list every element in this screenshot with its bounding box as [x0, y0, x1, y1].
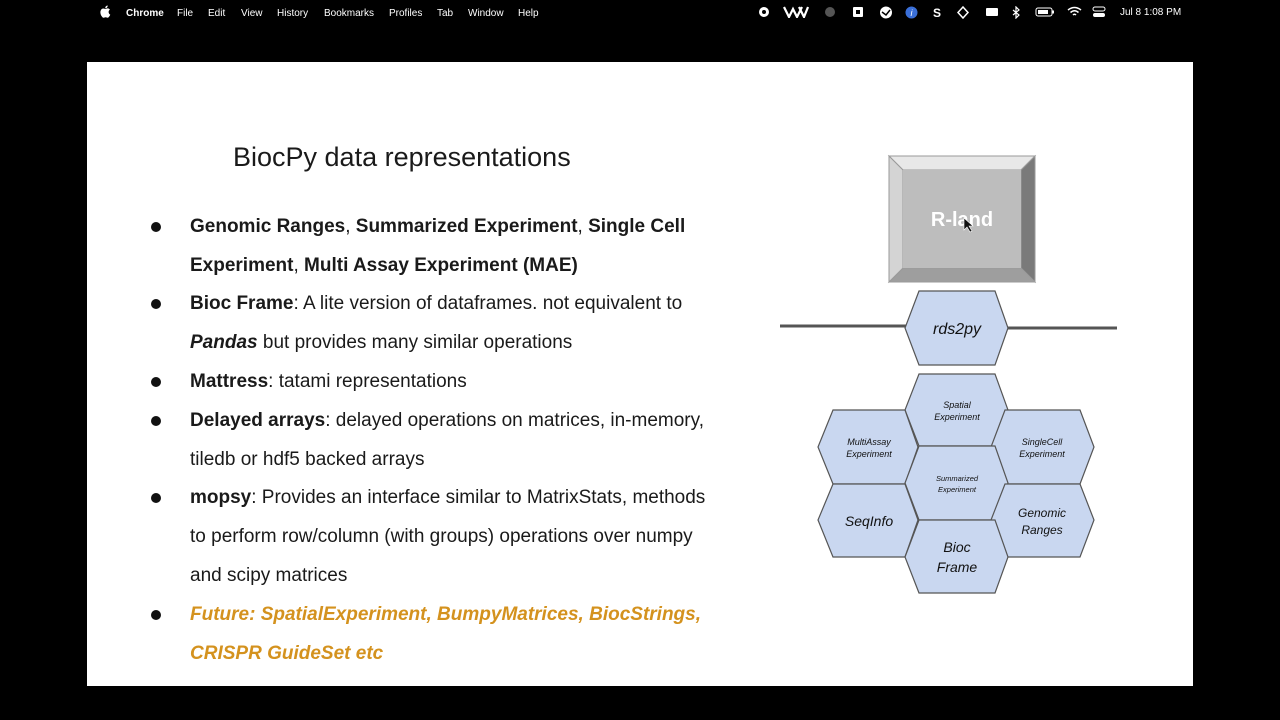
bullet-5-line-3: and scipy matrices [190, 565, 348, 586]
bullet-dot [151, 610, 161, 620]
bullet-4-desc: : delayed operations on matrices, in-mem… [325, 410, 704, 431]
bullet-1-line-1: Genomic Ranges, Summarized Experiment, S… [190, 215, 685, 239]
text-genomic-ranges: Genomic Ranges [190, 216, 346, 237]
hex-singlecell-experiment: SingleCell Experiment [990, 409, 1095, 485]
menu-help[interactable]: Help [518, 8, 539, 19]
record-icon[interactable] [758, 6, 770, 18]
separator: , [293, 255, 305, 276]
bullet-5-desc: : Provides an interface similar to Matri… [251, 487, 706, 508]
hex-label: Spatial [943, 400, 972, 410]
vpn-icon[interactable] [957, 6, 969, 19]
wifi-icon[interactable] [1067, 6, 1082, 18]
bullet-dot [151, 377, 161, 387]
r-land-label: R-land [931, 209, 993, 231]
menu-bar: Chrome File Edit View History Bookmarks … [0, 0, 1280, 26]
menu-tab[interactable]: Tab [437, 8, 454, 19]
text-delayed-arrays: Delayed arrays [190, 410, 326, 431]
bullet-3-desc: : tatami representations [268, 371, 467, 392]
svg-text:i: i [911, 8, 914, 18]
hex-label: Experiment [934, 412, 980, 422]
text-bioc-frame: Bioc Frame [190, 293, 294, 314]
bullet-6-future-line-2: CRISPR GuideSet etc [190, 643, 384, 664]
bullet-5-line-1: mopsy: Provides an interface similar to … [190, 486, 705, 510]
bullet-dot [151, 493, 161, 503]
battery-icon[interactable] [1035, 6, 1055, 18]
menu-window[interactable]: Window [468, 8, 504, 19]
app-w-icon[interactable] [783, 6, 809, 18]
hex-label: Experiment [846, 449, 892, 459]
bullet-1-line-2: Experiment, Multi Assay Experiment (MAE) [190, 254, 578, 278]
menu-view[interactable]: View [241, 8, 263, 19]
hex-label: Experiment [938, 485, 977, 494]
text-single-cell: Single Cell [588, 216, 686, 237]
bullet-2-desc: : A lite version of dataframes. not equi… [293, 293, 683, 314]
text-experiment: Experiment [190, 255, 294, 276]
text-mattress: Mattress [190, 371, 269, 392]
hex-label: SeqInfo [845, 513, 893, 529]
slide-title: BiocPy data representations [233, 142, 571, 172]
hex-label: Summarized [936, 474, 979, 483]
hex-rds2py: rds2py [904, 290, 1009, 366]
bullet-5-line-2: to perform row/column (with groups) oper… [190, 526, 693, 547]
clipboard-icon[interactable] [852, 6, 864, 18]
hex-label: Ranges [1021, 523, 1062, 537]
menu-profiles[interactable]: Profiles [389, 8, 423, 19]
biocpy-diagram: R-land rds2py Spatial Experiment MultiAs… [780, 154, 1117, 594]
text-summarized-experiment: Summarized Experiment [355, 216, 578, 237]
bullet-6-future-line-1: Future: SpatialExperiment, BumpyMatrices… [190, 604, 701, 625]
hex-multiassay-experiment: MultiAssay Experiment [817, 409, 919, 485]
bullet-2-line-2: Pandas but provides many similar operati… [190, 331, 572, 355]
control-center-icon[interactable] [1092, 6, 1106, 18]
r-land-box: R-land [887, 154, 1037, 284]
keyboard-icon[interactable] [985, 6, 999, 18]
menu-file[interactable]: File [177, 8, 194, 19]
menu-history[interactable]: History [277, 8, 309, 19]
hex-label: Experiment [1019, 449, 1065, 459]
bullet-4-line-1: Delayed arrays: delayed operations on ma… [190, 409, 704, 433]
bluetooth-icon[interactable] [1012, 6, 1020, 19]
hex-summarized-experiment: Summarized Experiment [904, 445, 1009, 521]
rds2py-label: rds2py [933, 321, 982, 338]
separator: , [345, 216, 356, 237]
hex-genomic-ranges: Genomic Ranges [990, 483, 1095, 558]
hex-label: Genomic [1018, 506, 1066, 520]
bullet-2-desc-2: but provides many similar operations [257, 332, 573, 353]
bullet-4-line-2: tiledb or hdf5 backed arrays [190, 449, 425, 470]
mouse-cursor-icon [963, 217, 974, 233]
text-mopsy: mopsy [190, 487, 252, 508]
hex-bioc-frame: Bioc Frame [904, 519, 1009, 594]
bullet-2-line-1: Bioc Frame: A lite version of dataframes… [190, 292, 682, 316]
menu-app-chrome[interactable]: Chrome [126, 8, 164, 19]
hex-spatial-experiment: Spatial Experiment [904, 373, 1009, 447]
apple-icon[interactable] [100, 5, 111, 18]
moon-icon[interactable] [824, 6, 836, 18]
hex-label: Frame [937, 559, 978, 575]
svg-text:S: S [933, 6, 941, 19]
hex-seqinfo: SeqInfo [817, 483, 919, 558]
bullet-dot [151, 222, 161, 232]
info-circle-icon[interactable]: i [905, 6, 918, 19]
bullet-dot [151, 416, 161, 426]
text-multi-assay-experiment: Multi Assay Experiment (MAE) [304, 255, 578, 276]
dollar-s-icon[interactable]: S [931, 6, 943, 19]
text-pandas: Pandas [190, 332, 258, 353]
bullet-dot [151, 299, 161, 309]
menu-clock[interactable]: Jul 8 1:08 PM [1120, 7, 1182, 18]
separator: , [577, 216, 589, 237]
globe-shield-icon[interactable] [879, 6, 893, 19]
presentation-slide: BiocPy data representations Genomic Rang… [87, 62, 1193, 686]
hex-label: MultiAssay [847, 437, 891, 447]
hex-label: SingleCell [1022, 437, 1064, 447]
menu-bookmarks[interactable]: Bookmarks [324, 8, 375, 19]
hex-label: Bioc [943, 539, 970, 555]
menu-edit[interactable]: Edit [208, 8, 226, 19]
bullet-3-line-1: Mattress: tatami representations [190, 370, 467, 394]
